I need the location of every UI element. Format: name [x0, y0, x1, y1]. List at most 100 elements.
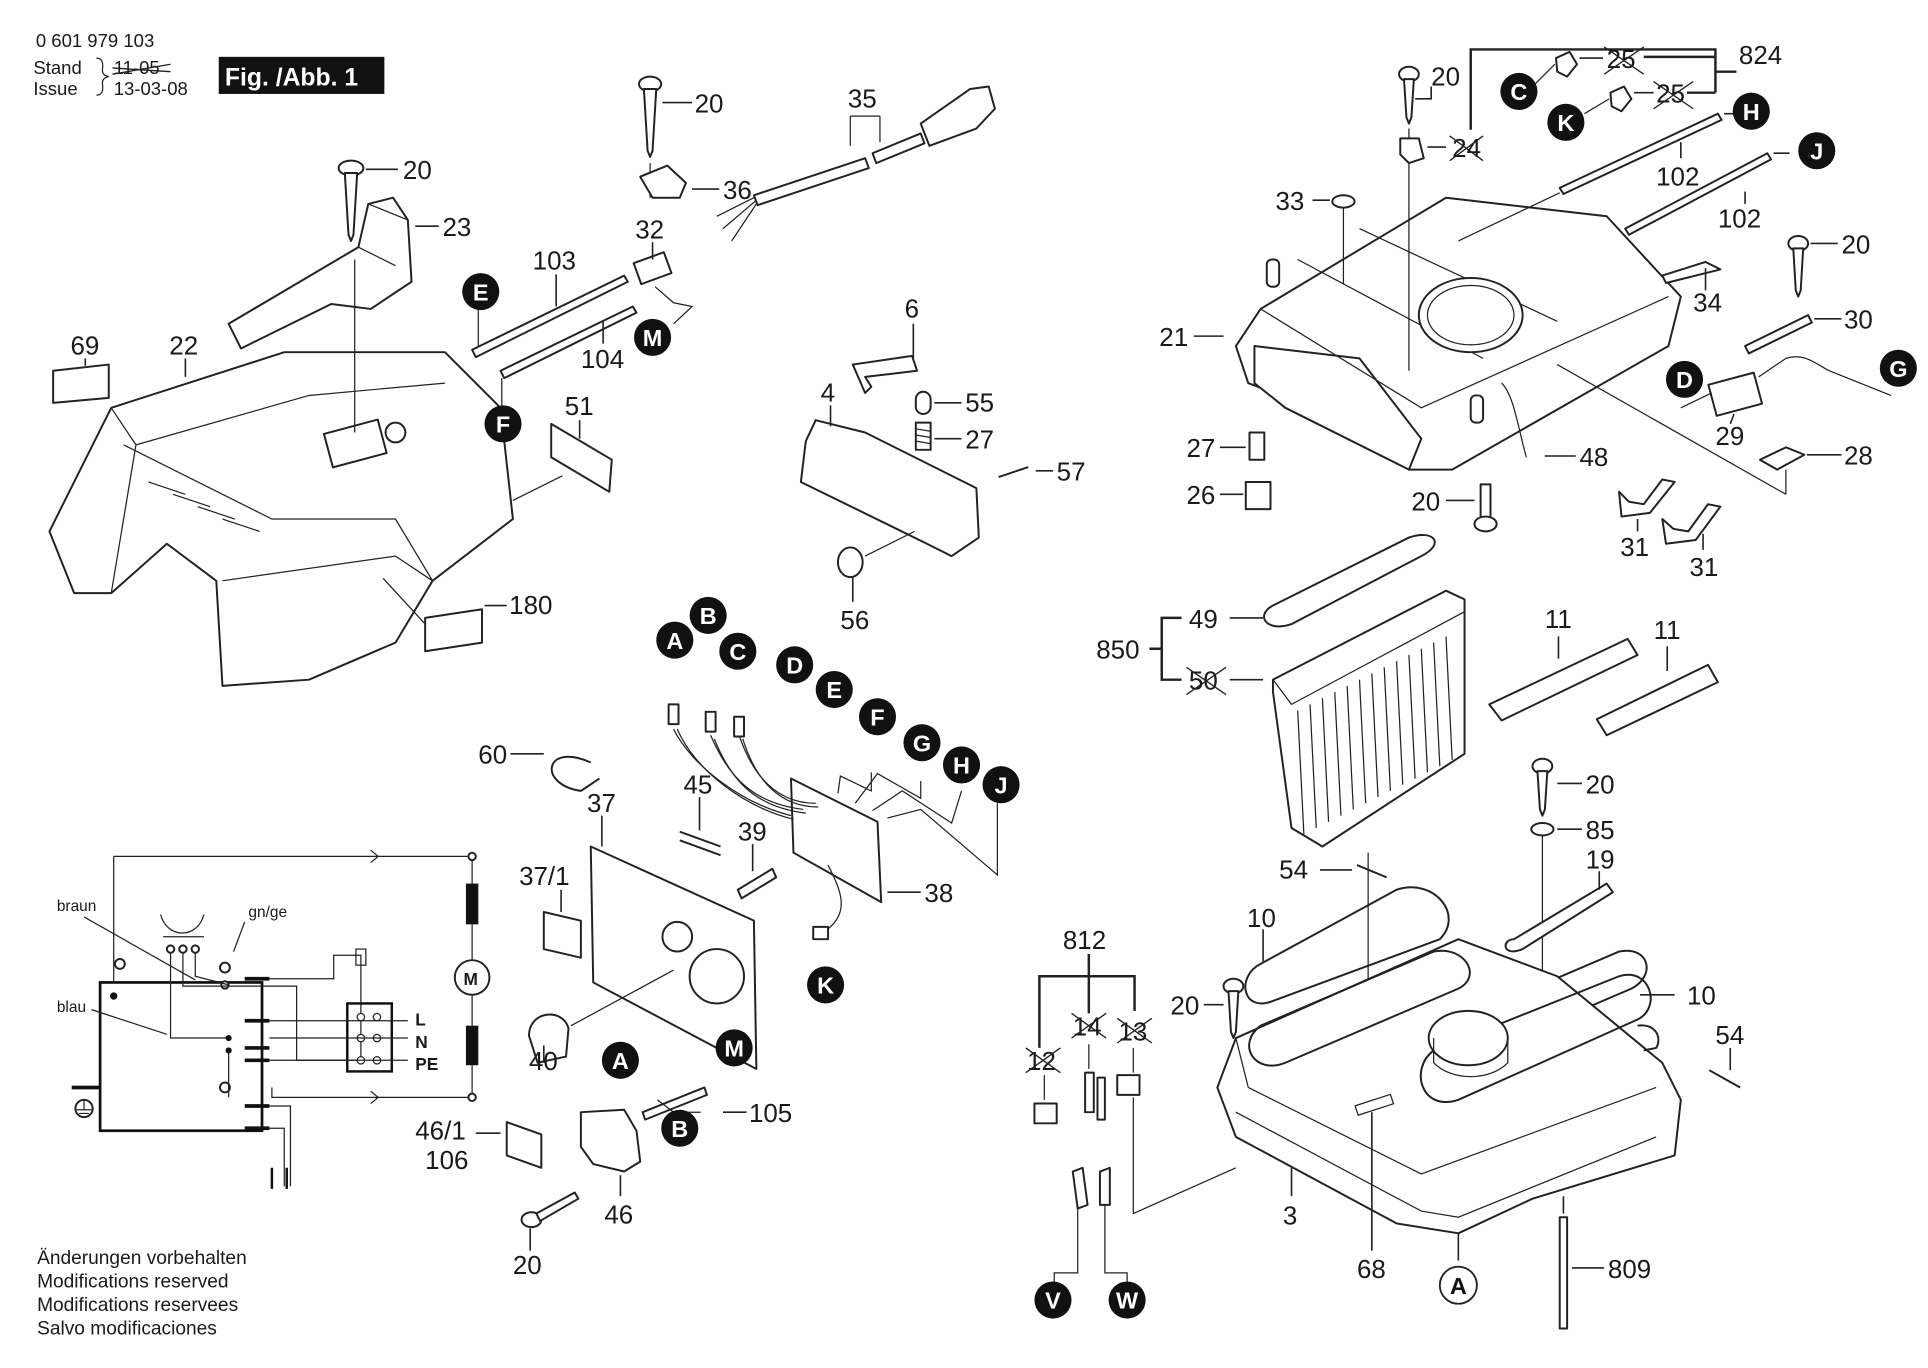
connector-letter-d2: D: [1665, 360, 1704, 398]
letter-badge-circle: [1547, 103, 1585, 141]
wire-102: [1558, 112, 1723, 196]
connector-letter-j2: J: [1798, 132, 1836, 170]
part-label-20: 20: [513, 1252, 542, 1280]
letter-badge-circle: [942, 746, 981, 784]
connector-letter-k1: K: [807, 966, 845, 1004]
power-cord-assembly: 20 36 35 32 103 104: [471, 75, 996, 414]
connector-letter-e2: E: [462, 273, 500, 311]
washer-part: [1331, 194, 1356, 209]
letter-badge-circle: [656, 621, 694, 659]
letter-badge-circle: [858, 698, 897, 736]
connector-lug: [667, 703, 680, 726]
connector-letter-c1: C: [719, 632, 757, 670]
seal-part-10: [1532, 949, 1648, 1027]
letter-badge-circle: [903, 724, 941, 762]
part-label-824: 824: [1739, 42, 1782, 70]
part-label-11: 11: [1545, 606, 1572, 634]
letter-badge-text: V: [1045, 1288, 1061, 1314]
hose-hook-part-19: [1504, 882, 1614, 953]
cable-tie-part: [550, 755, 600, 792]
part-label-40: 40: [529, 1048, 558, 1076]
part-label-31: 31: [1620, 534, 1649, 562]
letter-badge-circle: [1500, 72, 1538, 110]
connector-letter-a-view: A: [1438, 1265, 1478, 1305]
filter-cartridge-part: [1271, 589, 1466, 848]
part-number: 0 601 979 103: [36, 30, 154, 51]
plug-connector-part: [1098, 1166, 1111, 1206]
wire-label-blau: blau: [57, 999, 86, 1016]
letter-badge-text: W: [1116, 1288, 1139, 1314]
part-label-27: 27: [1186, 435, 1215, 463]
letter-badge-text: K: [1557, 110, 1574, 136]
control-box: [98, 981, 264, 1133]
letter-badge-text: A: [666, 628, 683, 654]
footer-notes: Änderungen vorbehalten Modifications res…: [37, 1248, 247, 1339]
arrow-icon: [370, 849, 380, 864]
pin-part-54: [1356, 864, 1388, 879]
letter-badge-circle: [661, 1109, 699, 1147]
letter-badge-circle: [1879, 349, 1917, 387]
connector-lug: [733, 715, 745, 738]
connector-letter-b2: B: [661, 1109, 699, 1147]
part-label-68: 68: [1357, 1256, 1386, 1284]
old-date-struck: 11-05: [114, 57, 160, 78]
part-label-30: 30: [1844, 307, 1873, 335]
plate-part-28: [1758, 446, 1806, 471]
carbon-brush-part: [1244, 480, 1272, 511]
connector-letter-f2: F: [484, 405, 522, 443]
seal-ring-part-49: [1263, 534, 1436, 628]
part-label-37-1: 37/1: [519, 863, 569, 891]
lamp-part: [736, 867, 778, 900]
terminal-label-N: N: [415, 1032, 428, 1052]
letter-badge-circle: [1108, 1281, 1146, 1319]
letter-badge-text: J: [1810, 138, 1823, 164]
label-sticker-51: [550, 422, 613, 493]
part-label-812: 812: [1063, 927, 1106, 955]
connector-letter-h2: H: [1732, 92, 1770, 130]
terminal-label-L: L: [415, 1010, 426, 1030]
circuit-board-part: [789, 777, 883, 904]
letter-badge-text: F: [496, 412, 510, 438]
switch-button-housing: [799, 419, 980, 558]
part-label-48: 48: [1579, 444, 1608, 472]
switch-panel-assembly: 60 45 37 37/1 39 40: [478, 742, 778, 1076]
screw-icon: [1531, 757, 1554, 817]
letter-badge-circle: [689, 596, 727, 634]
figure-title-box: [218, 56, 385, 94]
part-label-60: 60: [478, 742, 507, 770]
screw-icon: [1398, 65, 1420, 125]
part-label-11: 11: [1654, 617, 1681, 645]
capacitor-part: [1707, 371, 1764, 417]
letter-badge-text: F: [870, 704, 884, 730]
nut-part: [1555, 50, 1578, 78]
connector-letter-v: V: [1034, 1281, 1072, 1319]
letter-badge-text: D: [1676, 367, 1693, 393]
letter-badge-circle: [1034, 1281, 1072, 1319]
part-label-38: 38: [924, 880, 953, 908]
foam-strip-part: [1595, 663, 1719, 737]
hose-connector-809: [1558, 1216, 1569, 1330]
part-label-32: 32: [635, 217, 664, 245]
part-label-57: 57: [1057, 459, 1086, 487]
arrow-icon: [370, 1090, 380, 1105]
lower-housing-part: [1216, 938, 1682, 1235]
letter-badge-circle: [484, 405, 522, 443]
insulation-strips-part: [679, 830, 721, 857]
screw-icon: [637, 75, 663, 158]
letter-badge-circle: [715, 1029, 753, 1067]
connector-letter-m2: M: [715, 1029, 753, 1067]
part-label-10: 10: [1687, 983, 1716, 1011]
screw-icon: [1787, 235, 1810, 298]
part-label-36: 36: [723, 177, 752, 205]
part-label-102: 102: [1656, 163, 1699, 191]
part-label-23: 23: [442, 214, 471, 242]
part-label-3: 3: [1283, 1203, 1297, 1231]
connector-letter-f1: F: [858, 698, 897, 736]
part-label-20: 20: [1170, 993, 1199, 1021]
part-label-850: 850: [1096, 637, 1139, 665]
letter-badge-text: E: [826, 677, 842, 703]
part-label-104: 104: [581, 346, 624, 374]
part-label-106: 106: [425, 1147, 468, 1175]
part-label-180: 180: [509, 592, 552, 620]
